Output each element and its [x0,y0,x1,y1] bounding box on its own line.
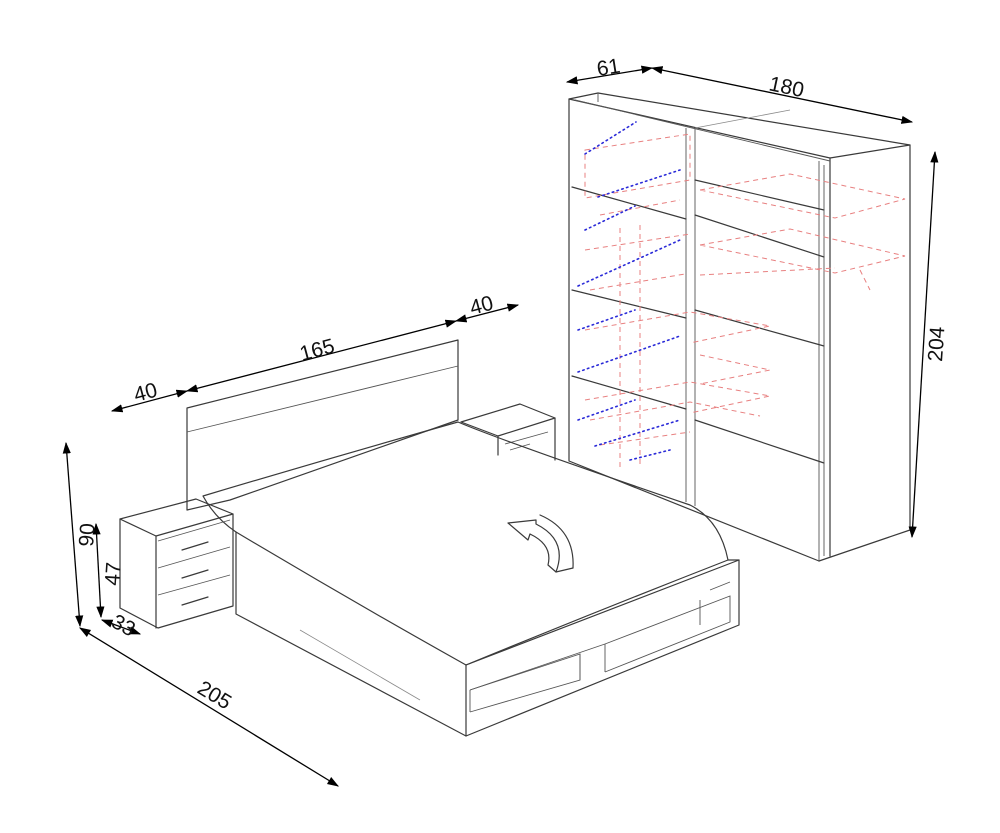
wardrobe-interior-shelves [584,133,906,470]
label-nightstand-right-width: 40 [467,292,496,320]
label-wardrobe-depth: 61 [595,55,622,81]
label-nightstand-height: 47 [101,561,126,586]
label-bed-width: 165 [297,335,337,366]
wardrobe [568,92,911,562]
label-wardrobe-width: 180 [767,72,806,102]
dimension-lines [62,65,939,787]
label-bed-length: 205 [193,677,235,715]
curved-arrow-icon [507,514,574,573]
nightstand-left [119,498,234,629]
label-nightstand-depth: 33 [108,610,139,641]
nightstand-right [460,403,556,461]
label-wardrobe-height: 204 [924,325,949,362]
label-total-height: 90 [75,522,100,547]
label-nightstand-left-width: 40 [131,379,160,407]
wardrobe-hanging-rods [577,121,681,461]
bed [186,339,740,737]
dimension-labels: 61 180 204 40 165 40 90 47 33 205 [75,55,949,715]
